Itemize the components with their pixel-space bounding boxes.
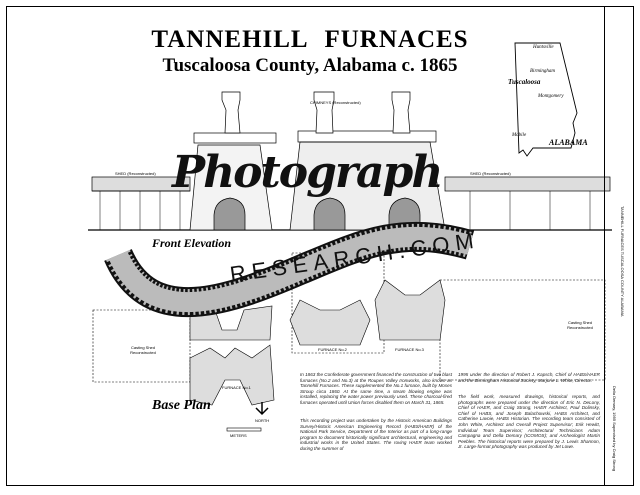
furnace-2-label: FURNACE No.2 [318,347,347,352]
scale-bar-label: METERS [230,433,247,438]
chimneys-label: CHIMNEYS (Reconstructed) [310,100,361,105]
drawing-sheet-border [6,6,634,486]
history-paragraph-2: This recording project was undertaken by… [300,418,452,451]
city-birmingham: Birmingham [530,69,555,74]
city-huntsville: Huntsville [533,45,554,50]
front-elevation-label: Front Elevation [152,236,232,250]
credits-paragraph-1: 1995 under the direction of Robert J. Ka… [458,372,600,383]
city-mobile: Mobile [512,133,527,138]
base-plan-label: Base Plan [152,398,211,413]
furnace-1-label: FURNACE No.1 [222,385,251,390]
furnace-3-label: FURNACE No.3 [395,347,424,352]
city-tuscaloosa: Tuscaloosa [508,78,541,86]
title-block: TANNEHILL FURNACES TUSCALOOSA COUNTY ALA… [604,6,635,486]
north-arrow-label: NORTH [255,418,270,423]
alabama-outline [514,42,578,157]
casting-shed-right-label: Casting Shed Reconstructed [567,320,593,330]
credits-paragraph-2: The field work, measured drawings, histo… [458,394,600,450]
shed-right-label: SHED (Reconstructed) [470,171,511,176]
sheet-subtitle: Tuscaloosa County, Alabama c. 1865 [162,55,458,76]
casting-shed-left-label: Casting Shed Reconstructed [130,345,156,355]
alabama-locator-map: Huntsville Birmingham Tuscaloosa Montgom… [505,38,602,168]
shed-left-label: SHED (Reconstructed) [115,171,156,176]
sheet-title: TANNEHILL FURNACES [151,26,469,53]
state-label: ALABAMA [549,138,588,147]
watermark-photograph: Photograph [172,147,443,198]
city-montgomery: Montgomery [538,94,564,99]
history-paragraph-1: In 1863 the Confederate government finan… [300,372,452,405]
